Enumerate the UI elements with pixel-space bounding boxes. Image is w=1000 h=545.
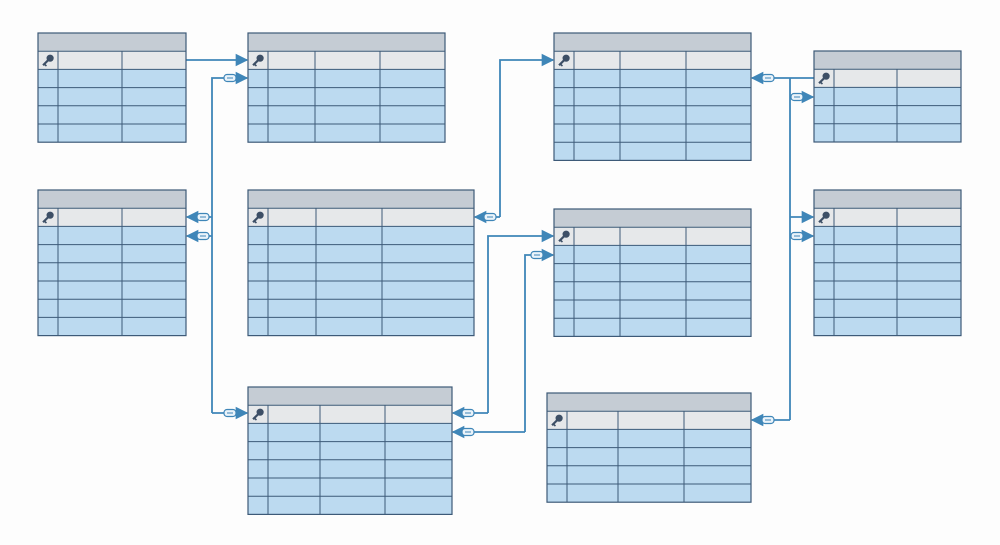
table-t3[interactable] <box>553 32 752 162</box>
primary-key-row <box>814 208 961 227</box>
table-border <box>553 32 752 162</box>
key-icon-shaft <box>551 418 559 427</box>
key-icon-tooth <box>43 220 48 224</box>
table-t4[interactable] <box>813 50 962 143</box>
primary-key-row <box>248 208 474 227</box>
key-icon <box>558 230 570 243</box>
key-icon-tooth <box>559 63 564 67</box>
table-t2[interactable] <box>247 32 446 143</box>
key-icon-tooth <box>253 220 258 224</box>
table-header <box>248 33 445 52</box>
table-header <box>248 190 474 209</box>
table-header <box>248 387 452 406</box>
key-icon <box>42 54 54 67</box>
table-border <box>247 189 475 337</box>
table-border <box>247 32 446 143</box>
rel-t7-t9[interactable] <box>487 229 555 413</box>
tables <box>37 32 962 516</box>
primary-key-row <box>547 411 751 430</box>
table-border <box>813 189 962 337</box>
key-icon <box>558 54 570 67</box>
key-icon <box>818 72 830 85</box>
key-icon-tooth <box>819 220 824 224</box>
table-border <box>553 208 752 338</box>
rel-t5-t2[interactable] <box>211 71 249 413</box>
primary-key-row <box>38 51 186 70</box>
data-rows <box>248 423 452 515</box>
table-t5[interactable] <box>37 189 187 337</box>
primary-key-row <box>554 51 751 70</box>
table-border <box>37 189 187 337</box>
key-icon <box>551 414 563 427</box>
rel-t7-t9-b[interactable] <box>524 248 555 432</box>
table-header <box>814 51 961 70</box>
key-icon-shaft <box>818 76 826 85</box>
primary-key-row <box>554 227 751 246</box>
key-icon <box>252 54 264 67</box>
table-t9[interactable] <box>247 386 453 516</box>
primary-key-row <box>814 69 961 88</box>
data-rows <box>554 245 751 337</box>
table-border <box>247 386 453 516</box>
table-t8[interactable] <box>813 189 962 337</box>
key-icon-tooth <box>43 63 48 67</box>
key-icon <box>252 408 264 421</box>
primary-key-row <box>248 405 452 424</box>
table-header <box>814 190 961 209</box>
table-header <box>38 33 186 52</box>
key-icon-tooth <box>559 239 564 243</box>
data-rows <box>814 87 961 142</box>
key-icon-tooth <box>819 81 824 85</box>
key-icon-tooth <box>552 423 557 427</box>
data-rows <box>554 69 751 161</box>
key-icon <box>252 211 264 224</box>
key-icon <box>818 211 830 224</box>
key-icon-tooth <box>253 63 258 67</box>
key-icon <box>42 211 54 224</box>
key-icon-shaft <box>252 215 260 224</box>
rel-t3-t6-up[interactable] <box>499 53 555 217</box>
table-header <box>554 209 751 228</box>
connectors <box>185 53 815 439</box>
table-t10[interactable] <box>546 392 752 503</box>
primary-key-row <box>38 208 186 227</box>
key-icon-shaft <box>42 215 50 224</box>
table-header <box>554 33 751 52</box>
key-icon-shaft <box>818 215 826 224</box>
primary-key-row <box>248 51 445 70</box>
table-header <box>38 190 186 209</box>
table-border <box>546 392 752 503</box>
table-t7[interactable] <box>553 208 752 338</box>
key-icon-tooth <box>253 417 258 421</box>
table-t1[interactable] <box>37 32 187 143</box>
table-t6[interactable] <box>247 189 475 337</box>
table-border <box>37 32 187 143</box>
table-border <box>813 50 962 143</box>
table-header <box>547 393 751 412</box>
